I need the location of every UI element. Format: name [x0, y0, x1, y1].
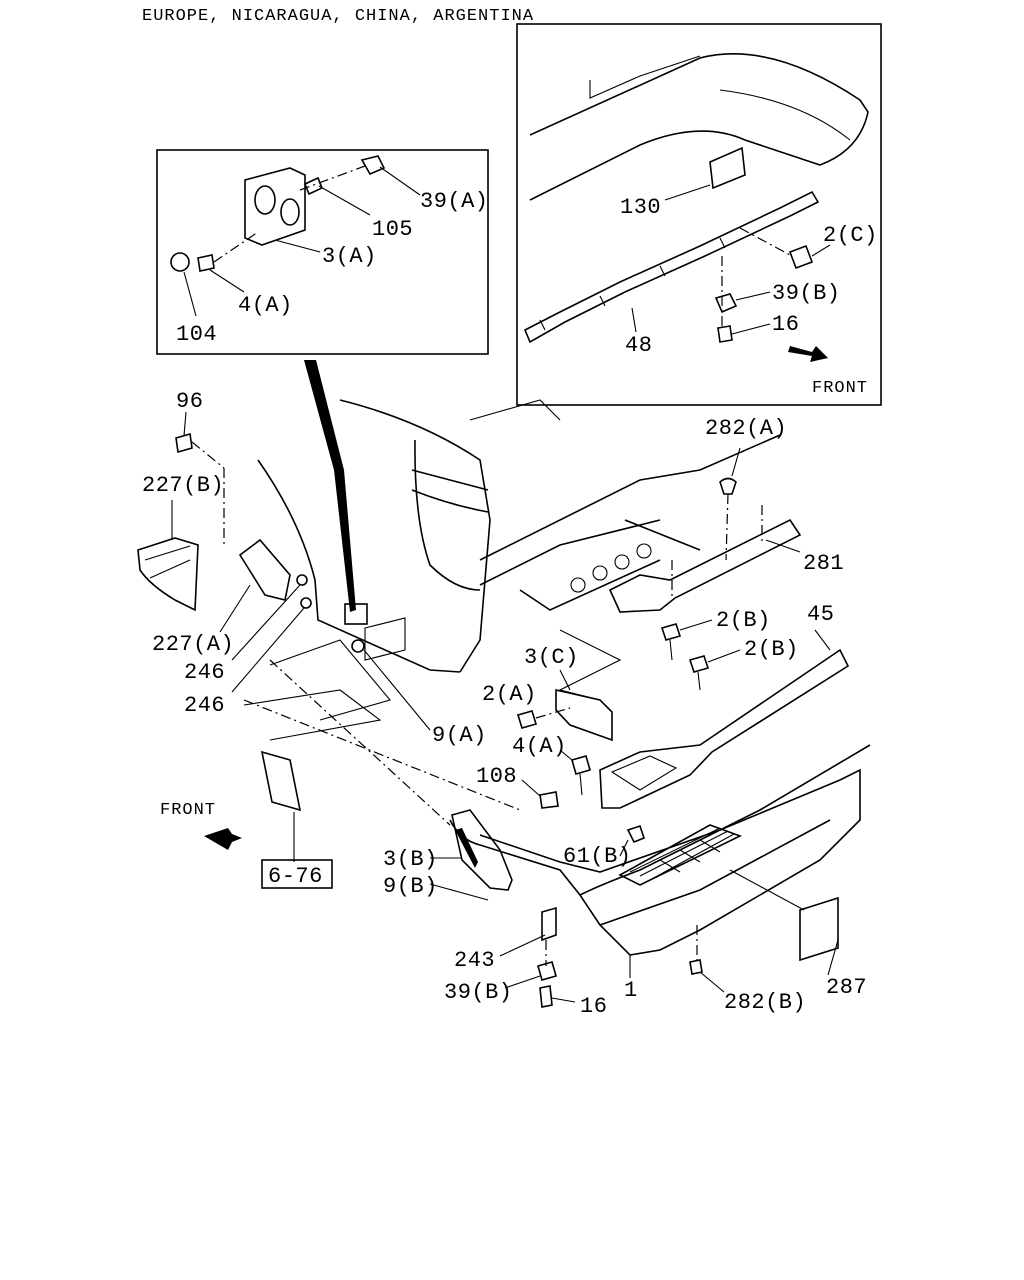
- mudflap-227b: [137, 537, 199, 612]
- label-9b: 9(B): [383, 874, 438, 899]
- end-cap-3b: [451, 809, 513, 891]
- step-pad: [618, 824, 743, 886]
- diagram-header: EUROPE, NICARAGUA, CHINA, ARGENTINA: [142, 7, 534, 26]
- reinforcement-45-group: [516, 619, 850, 809]
- stay-130: [709, 146, 746, 190]
- pin-104: [170, 252, 190, 272]
- frame-rail: [479, 434, 781, 561]
- bolt-2b-2: [688, 655, 710, 673]
- label-282a: 282(A): [705, 416, 787, 441]
- ref-box-label: 6-76: [268, 864, 323, 889]
- label-2a: 2(A): [482, 682, 537, 707]
- reinforcement-45: [599, 648, 850, 809]
- label-2b-2: 2(B): [744, 637, 799, 662]
- bolt-2a: [516, 710, 538, 729]
- bracket-plate: [244, 167, 306, 246]
- nut-39b: [537, 961, 557, 981]
- rail-281: [608, 518, 802, 613]
- ref-box: [261, 859, 333, 889]
- bumper-outline: [529, 53, 869, 201]
- label-96: 96: [176, 389, 203, 414]
- panel-287: [799, 896, 839, 962]
- rear-bumper: [429, 744, 871, 1008]
- label-281: 281: [803, 551, 844, 576]
- label-227b: 227(B): [142, 473, 224, 498]
- bracket-227a: [238, 538, 291, 601]
- label-246-1: 246: [184, 660, 225, 685]
- clip-61b: [626, 824, 645, 844]
- vehicle-body: [257, 360, 781, 673]
- label-4a-inset: 4(A): [238, 293, 293, 318]
- clip-108: [539, 791, 559, 809]
- label-9a: 9(A): [432, 723, 487, 748]
- label-61b: 61(B): [563, 844, 632, 869]
- nut-39b-inset: [714, 293, 738, 314]
- bracket-48: [523, 190, 820, 344]
- label-282b: 282(B): [724, 990, 806, 1015]
- front-arrow-inset: [788, 346, 828, 362]
- lamp-9a: [351, 639, 365, 653]
- clip-282b: [689, 959, 703, 975]
- label-130: 130: [620, 195, 661, 220]
- screw-16: [539, 985, 553, 1008]
- label-3c: 3(C): [524, 645, 579, 670]
- label-39a: 39(A): [420, 189, 489, 214]
- bolt-2b-1: [660, 623, 682, 641]
- clip-282a: [719, 477, 737, 495]
- label-16-inset: 16: [772, 312, 799, 337]
- pillar-stripe: [304, 360, 356, 612]
- grommet-246-1: [296, 574, 308, 586]
- front-label: FRONT: [160, 801, 216, 820]
- label-48: 48: [625, 333, 652, 358]
- inset-left: 39(A) 105 3(A) 4(A) 104: [156, 149, 489, 355]
- screw-16-inset: [717, 325, 733, 343]
- bolt-2c: [788, 244, 814, 270]
- label-45: 45: [807, 602, 834, 627]
- plate-6-76: [260, 750, 302, 812]
- label-108: 108: [476, 764, 517, 789]
- mudflap-group: [137, 411, 622, 889]
- clip-39a: [360, 155, 386, 176]
- rail-281-group: [608, 447, 802, 613]
- label-39b-inset: 39(B): [772, 281, 841, 306]
- label-1: 1: [624, 978, 638, 1003]
- inset-left-frame: [156, 149, 489, 355]
- label-227a: 227(A): [152, 632, 234, 657]
- label-4a: 4(A): [512, 734, 567, 759]
- front-label-inset: FRONT: [812, 379, 868, 398]
- license-lamp-box: [344, 603, 368, 625]
- inset-right-frame: [516, 23, 882, 406]
- inset-right: 130 2(C) 39(B) 16 48 FRONT: [516, 23, 882, 406]
- label-2b-1: 2(B): [716, 608, 771, 633]
- label-3a: 3(A): [322, 244, 377, 269]
- label-246-2: 246: [184, 693, 225, 718]
- bracket-243: [541, 906, 557, 942]
- label-105: 105: [372, 217, 413, 242]
- label-243: 243: [454, 948, 495, 973]
- bracket-3c: [555, 688, 613, 742]
- bolt-4a: [571, 755, 591, 775]
- front-arrow: [204, 828, 242, 850]
- bolt-4a: [197, 254, 215, 272]
- label-16: 16: [580, 994, 607, 1019]
- label-287: 287: [826, 975, 867, 1000]
- label-39b: 39(B): [444, 980, 513, 1005]
- label-2c: 2(C): [823, 223, 878, 248]
- screw-96: [175, 432, 193, 454]
- grommet-246-2: [300, 597, 312, 609]
- label-104: 104: [176, 322, 217, 347]
- label-3b: 3(B): [383, 847, 438, 872]
